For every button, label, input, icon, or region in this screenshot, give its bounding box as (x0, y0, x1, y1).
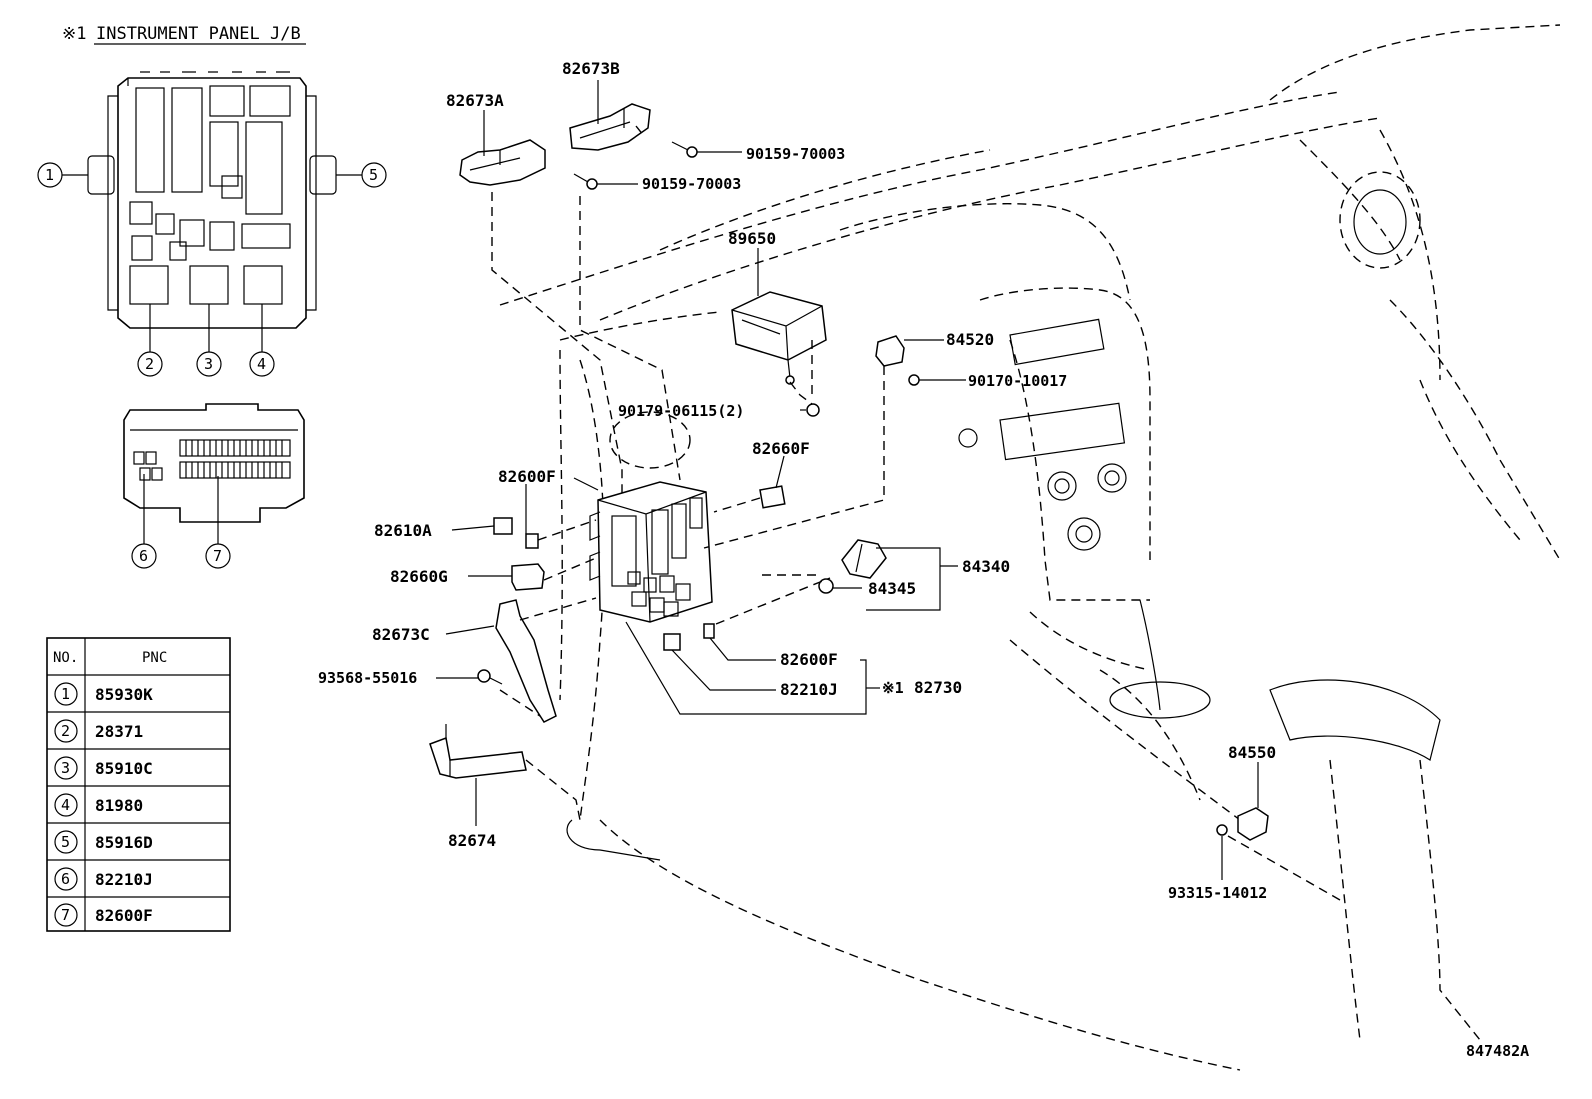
table-row-no: 6 (61, 870, 70, 888)
table-row: 5 85916D (54, 830, 153, 854)
label-84345: 84345 (868, 579, 916, 598)
label-90179-06115: 90179-06115(2) (618, 402, 744, 420)
label-82600f-bottom: 82600F (780, 650, 838, 669)
table-row-pnc: 81980 (95, 796, 143, 815)
screw-90170 (908, 374, 920, 386)
bracket-82673b (569, 103, 651, 151)
label-93568-55016: 93568-55016 (318, 669, 417, 687)
label-82673b: 82673B (562, 59, 620, 78)
sensor-84340 (841, 539, 887, 579)
screw-90159-b (573, 173, 598, 190)
label-82730-mark: ※1 (882, 679, 904, 697)
callout-6-number: 6 (139, 547, 148, 565)
label-82600f-top: 82600F (498, 467, 556, 486)
callout-2: 2 (137, 304, 163, 377)
label-90159-70003-b: 90159-70003 (642, 175, 741, 193)
bracket-82673a (459, 139, 546, 186)
label-82673a: 82673A (446, 91, 504, 110)
nut-90179 (806, 403, 820, 417)
table-row: 2 28371 (54, 719, 143, 743)
callout-3: 3 (196, 304, 222, 377)
table-header-pnc: PNC (142, 650, 167, 666)
relay-82600f-top (525, 533, 539, 549)
callout-1-number: 1 (45, 166, 54, 184)
screw-90159-a (671, 141, 698, 158)
label-84340: 84340 (962, 557, 1010, 576)
label-90159-70003-a: 90159-70003 (746, 145, 845, 163)
table-row-no: 7 (61, 906, 70, 924)
table-row-no: 4 (61, 796, 70, 814)
module-89650 (731, 291, 827, 385)
table-row-pnc: 85930K (95, 685, 153, 704)
connector-82210j (663, 633, 681, 651)
callout-4: 4 (249, 304, 275, 377)
label-82610a: 82610A (374, 521, 432, 540)
relay-82660f-top (759, 485, 786, 509)
junction-block-main (589, 481, 713, 623)
label-82673c: 82673C (372, 625, 430, 644)
bracket-82673c (495, 599, 557, 723)
screw-93315 (1216, 824, 1228, 836)
table-row: 7 82600F (54, 903, 153, 927)
assembly-guides (491, 125, 1341, 901)
table-row-pnc: 28371 (95, 722, 143, 741)
callout-2-number: 2 (145, 355, 154, 373)
table-row-no: 5 (61, 833, 70, 851)
label-84550: 84550 (1228, 743, 1276, 762)
table-row: 3 85910C (54, 756, 153, 780)
pnc-table: NO. PNC 1 85930K 2 28371 3 85910C 4 8198… (46, 637, 231, 932)
label-82730: 82730 (914, 678, 962, 697)
table-header-no: NO. (53, 650, 78, 666)
callout-1: 1 (37, 162, 88, 188)
callout-3-number: 3 (204, 355, 213, 373)
diagram-id: 847482A (1466, 1042, 1529, 1060)
relay-82600f-bottom (703, 623, 715, 639)
label-82674: 82674 (448, 831, 496, 850)
table-row-no: 1 (61, 685, 70, 703)
callout-7-number: 7 (213, 547, 222, 565)
relay-82660g (511, 563, 545, 591)
table-row: 4 81980 (54, 793, 143, 817)
switch-84520 (875, 335, 905, 367)
label-84520: 84520 (946, 330, 994, 349)
junction-block-side-view (123, 403, 305, 523)
table-row-no: 2 (61, 722, 70, 740)
switch-84550 (1237, 807, 1269, 841)
relay-82610a (493, 517, 513, 535)
table-row-pnc: 82600F (95, 906, 153, 925)
table-row: 1 85930K (54, 682, 153, 706)
bolt-93568 (477, 669, 503, 685)
label-82210j: 82210J (780, 680, 838, 699)
callout-4-number: 4 (257, 355, 266, 373)
bracket-82674 (429, 724, 527, 779)
dashboard-outline (499, 24, 1561, 1071)
table-row-pnc: 85916D (95, 833, 153, 852)
label-93315-14012: 93315-14012 (1168, 884, 1267, 902)
table-row-pnc: 82210J (95, 870, 153, 889)
callout-6: 6 (131, 474, 157, 569)
callout-7: 7 (205, 476, 231, 569)
label-82660g: 82660G (390, 567, 448, 586)
nut-84345 (818, 578, 834, 594)
callout-5-number: 5 (369, 166, 378, 184)
label-82660f-top: 82660F (752, 439, 810, 458)
leader-lines (436, 80, 1259, 880)
label-89650: 89650 (728, 229, 776, 248)
header-mark: ※1 (62, 24, 86, 44)
table-row: 6 82210J (54, 867, 153, 891)
header-title: INSTRUMENT PANEL J/B (96, 24, 301, 44)
table-row-pnc: 85910C (95, 759, 153, 778)
table-row-no: 3 (61, 759, 70, 777)
label-90170-10017: 90170-10017 (968, 372, 1067, 390)
junction-block-top-view (87, 71, 337, 329)
callout-5: 5 (336, 162, 387, 188)
